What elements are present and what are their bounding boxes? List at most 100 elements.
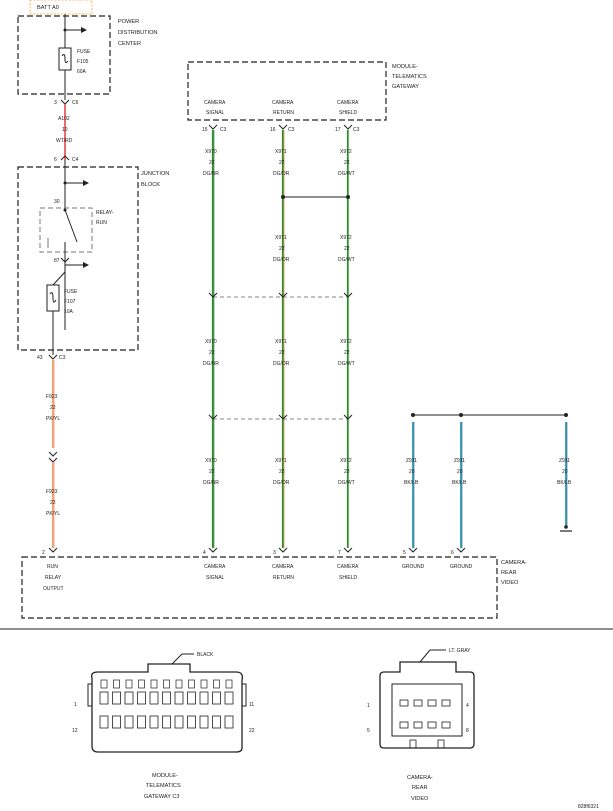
connector-gateway-c3: BLACK 1 11 12 22 MODULE- TELEMATICS GATE… <box>72 652 255 800</box>
connector-camera-cavity <box>399 721 409 729</box>
camera-pin-2: 2 <box>42 550 45 556</box>
connector-gateway-cavity <box>199 715 209 729</box>
connector-gateway-latch <box>150 679 158 689</box>
jb-pin: 6 <box>54 157 57 163</box>
connector-gateway-outline <box>90 663 244 753</box>
pdc-title-3: CENTER <box>118 41 141 47</box>
connector-gateway-cavity <box>212 691 221 705</box>
connector-gateway-cavity <box>174 691 184 705</box>
wire-return-color-4: DG/OR <box>273 480 290 486</box>
wire-shield-id-4: X972 <box>340 458 352 464</box>
connector-gateway-latch <box>188 679 195 689</box>
camera-ground-b-label: GROUND <box>450 564 473 570</box>
wire-signal-color-3: DG/BR <box>203 361 219 367</box>
run-wire-gauge-top: 22 <box>50 405 56 411</box>
wire-return-gauge-4: 22 <box>279 469 285 475</box>
connector-gateway-cavity <box>187 691 196 705</box>
power-distribution-center: BATT A0 POWER DISTRIBUTION CENTER FUSE F… <box>17 0 157 163</box>
wire-signal-gauge-4: 22 <box>209 469 215 475</box>
gateway-title-3: GATEWAY <box>392 84 419 90</box>
camera-run-label-1: RUN <box>47 564 58 570</box>
connector-gateway-latch <box>213 679 220 689</box>
gateway-conn-15: C3 <box>220 127 227 133</box>
connector-gateway-caption-1: MODULE- <box>152 773 178 779</box>
run-wire-color-bottom: PK/YL <box>46 511 60 517</box>
connector-gateway-latch <box>138 679 145 689</box>
connector-camera-pin-tl: 1 <box>367 703 370 709</box>
connector-gateway-latch <box>100 679 108 689</box>
run-wire-gauge-bottom: 22 <box>50 500 56 506</box>
connector-gateway-cavity <box>112 691 121 705</box>
connector-gateway-pins <box>99 679 234 729</box>
connector-camera-cavity <box>427 699 437 707</box>
wire-signal-id-1: X970 <box>205 149 217 155</box>
connector-gateway-pin-bl: 12 <box>72 728 78 734</box>
camera-signal-label-2: SIGNAL <box>206 575 225 581</box>
camera-return-label-1: CAMERA <box>272 564 294 570</box>
connector-gateway-cavity <box>124 715 134 729</box>
ground-a-color: BK/LB <box>404 480 419 486</box>
wire-signal-id-3: X970 <box>205 339 217 345</box>
connector-camera-pins <box>399 699 451 729</box>
camera-title-3: VIDEO <box>501 580 519 586</box>
connector-gateway-color: BLACK <box>197 652 214 658</box>
connector-camera-cavity <box>399 699 409 707</box>
ground-b-gauge: 20 <box>457 469 463 475</box>
connector-gateway-pin-tl: 1 <box>74 702 77 708</box>
wire-a102-id: A102 <box>58 116 70 122</box>
wire-shield-id-1: X972 <box>340 149 352 155</box>
connector-camera-cavity <box>441 721 451 729</box>
wire-shield-color-3: DG/WT <box>338 361 355 367</box>
gateway-box <box>187 61 387 121</box>
fuse-f107-label: FUSE <box>64 289 78 295</box>
connector-gateway-cavity <box>99 715 109 729</box>
gateway-conn-16: C3 <box>288 127 295 133</box>
wire-return-id-1: X971 <box>275 149 287 155</box>
wire-a102-gauge: 10 <box>62 127 68 133</box>
batt-box <box>29 0 93 15</box>
ground-c-id: Z911 <box>559 458 570 464</box>
connector-gateway-cavity <box>212 715 221 729</box>
wire-signal-gauge-1: 22 <box>209 160 215 166</box>
connector-gateway-cavity <box>149 691 159 705</box>
telematics-gateway: MODULE- TELEMATICS GATEWAY CAMERA SIGNAL… <box>187 61 427 133</box>
fuse-f107-id: F107 <box>64 299 76 305</box>
fuse-f107-rating: 10A <box>64 309 74 315</box>
gateway-pin-17: 17 <box>335 127 341 133</box>
pdc-title-2: DISTRIBUTION <box>118 30 157 36</box>
connector-gateway-cavity <box>112 715 121 729</box>
pdc-connector: C6 <box>72 100 79 106</box>
ground-wires: Z911 20 BK/LB Z911 20 BK/LB Z911 20 BK/L… <box>404 413 572 548</box>
gateway-pin-shield-label-1: CAMERA <box>337 100 359 106</box>
gateway-pin-15: 15 <box>202 127 208 133</box>
connector-camera-cavity <box>427 721 437 729</box>
camera-shield-label-1: CAMERA <box>337 564 359 570</box>
junction-block: JUNCTION BLOCK 30 RELAY- RUN 87 FUSE F10… <box>17 160 169 361</box>
connector-gateway-cavity <box>149 715 159 729</box>
wire-shield-color-4: DG/WT <box>338 480 355 486</box>
ground-b-id: Z911 <box>454 458 465 464</box>
connector-gateway-cavity <box>137 691 146 705</box>
junction-title-1: JUNCTION <box>141 171 169 177</box>
relay-run-box <box>39 207 93 253</box>
connector-gateway-cavity <box>162 715 171 729</box>
wire-return-id-4: X971 <box>275 458 287 464</box>
connector-camera-cavity <box>413 699 423 707</box>
connector-camera-outline <box>379 661 475 749</box>
camera-pin-3: 3 <box>273 550 276 556</box>
connector-gateway-cavity <box>137 715 146 729</box>
wire-shield-id-3: X972 <box>340 339 352 345</box>
wire-signal-gauge-3: 22 <box>209 350 215 356</box>
camera-run-label-3: OUTPUT <box>43 586 64 592</box>
relay-pin-30: 30 <box>54 199 60 205</box>
diagram-id: 828f6321 <box>578 804 599 810</box>
wire-shield-gauge-4: 22 <box>344 469 350 475</box>
camera-box <box>21 556 498 619</box>
gateway-title-2: TELEMATICS <box>392 74 427 80</box>
connector-gateway-latch <box>125 679 133 689</box>
batt-label: BATT A0 <box>37 5 59 11</box>
connector-gateway-latch <box>200 679 208 689</box>
wire-signal-id-4: X970 <box>205 458 217 464</box>
pdc-box <box>17 15 111 95</box>
run-wire-id-bottom: F923 <box>46 489 58 495</box>
